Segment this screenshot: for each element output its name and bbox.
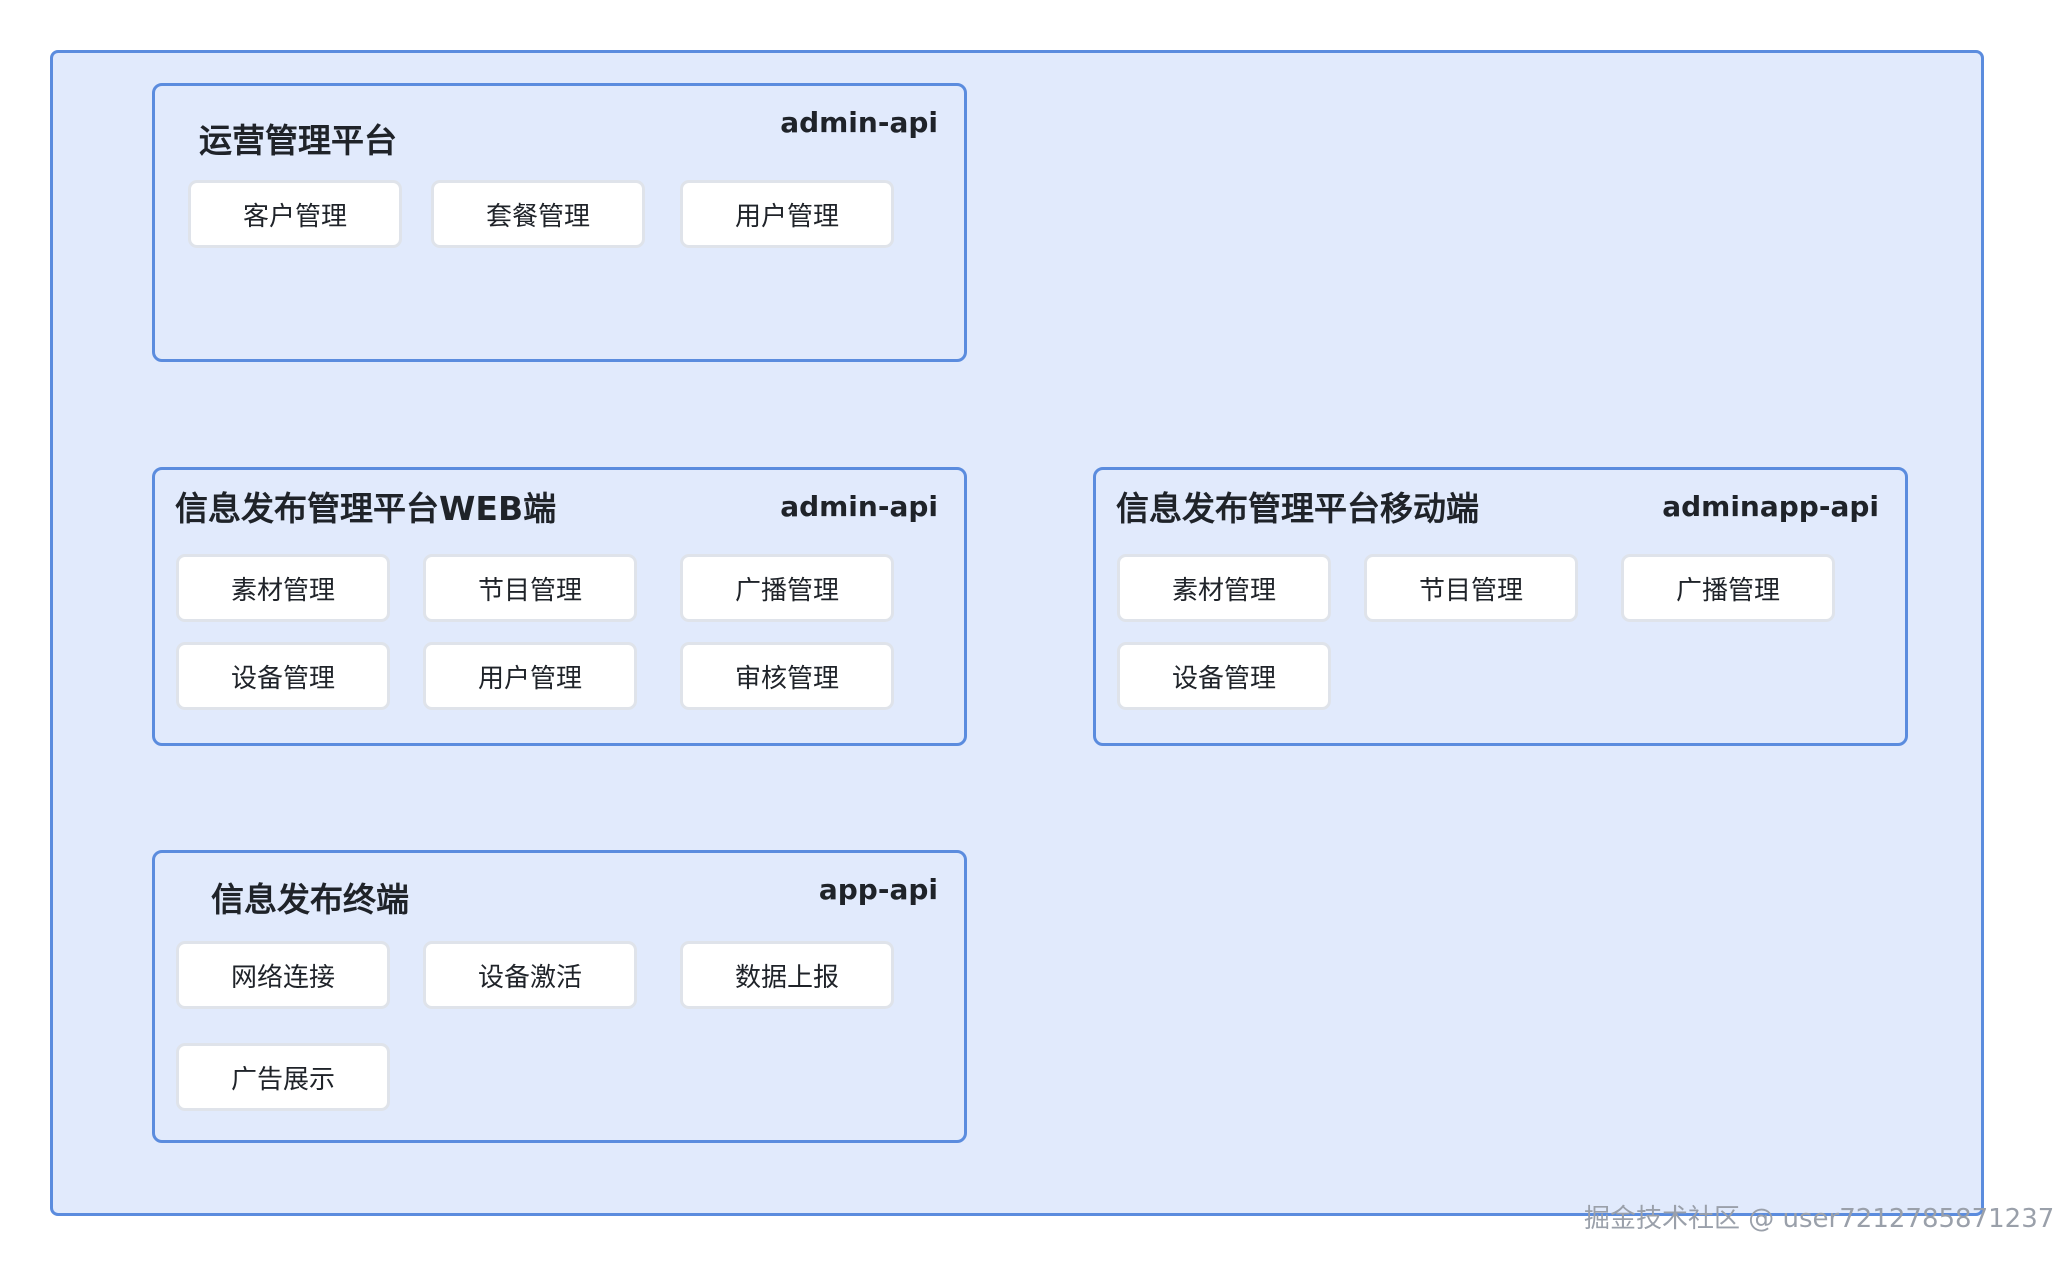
watermark-text: 掘金技术社区 @ user7212785871237	[1584, 1204, 2054, 1234]
panel-title: 信息发布管理平台WEB端	[175, 489, 557, 528]
panel-api-label: adminapp-api	[1662, 490, 1879, 523]
panel-operations-platform: 运营管理平台 admin-api 客户管理 套餐管理 用户管理	[152, 83, 967, 362]
module-device-management[interactable]: 设备管理	[1117, 642, 1331, 710]
panel-api-label: admin-api	[780, 106, 938, 139]
system-boundary: 运营管理平台 admin-api 客户管理 套餐管理 用户管理 信息发布管理平台…	[50, 50, 1984, 1216]
module-review-management[interactable]: 审核管理	[680, 642, 894, 710]
module-material-management[interactable]: 素材管理	[1117, 554, 1331, 622]
module-user-management[interactable]: 用户管理	[423, 642, 637, 710]
module-ad-display[interactable]: 广告展示	[176, 1043, 390, 1111]
panel-publishing-web: 信息发布管理平台WEB端 admin-api 素材管理 节目管理 广播管理 设备…	[152, 467, 967, 746]
panel-publishing-mobile: 信息发布管理平台移动端 adminapp-api 素材管理 节目管理 广播管理 …	[1093, 467, 1908, 746]
module-user-management[interactable]: 用户管理	[680, 180, 894, 248]
module-broadcast-management[interactable]: 广播管理	[680, 554, 894, 622]
panel-title: 信息发布终端	[211, 880, 409, 919]
module-material-management[interactable]: 素材管理	[176, 554, 390, 622]
module-device-management[interactable]: 设备管理	[176, 642, 390, 710]
module-device-activation[interactable]: 设备激活	[423, 941, 637, 1009]
module-package-management[interactable]: 套餐管理	[431, 180, 645, 248]
module-customer-management[interactable]: 客户管理	[188, 180, 402, 248]
panel-api-label: admin-api	[780, 490, 938, 523]
module-program-management[interactable]: 节目管理	[423, 554, 637, 622]
panel-api-label: app-api	[818, 873, 938, 906]
panel-publishing-terminal: 信息发布终端 app-api 网络连接 设备激活 数据上报 广告展示	[152, 850, 967, 1143]
module-broadcast-management[interactable]: 广播管理	[1621, 554, 1835, 622]
panel-title: 运营管理平台	[199, 121, 397, 160]
module-network-connection[interactable]: 网络连接	[176, 941, 390, 1009]
module-program-management[interactable]: 节目管理	[1364, 554, 1578, 622]
module-data-reporting[interactable]: 数据上报	[680, 941, 894, 1009]
panel-title: 信息发布管理平台移动端	[1116, 489, 1479, 528]
